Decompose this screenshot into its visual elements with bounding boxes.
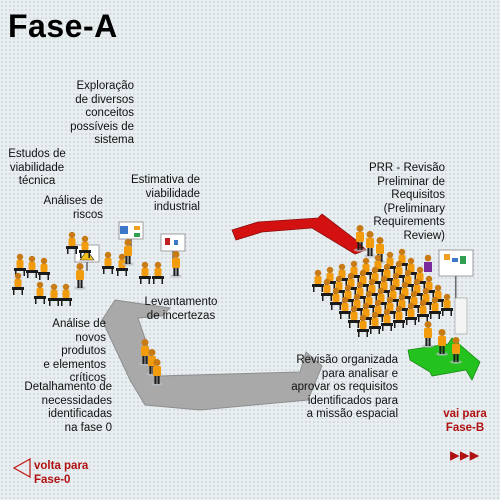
label-prr: PRR - Revisão Preliminar de Requisitos (… bbox=[368, 162, 445, 242]
next-phase-link[interactable]: vai para Fase-B ▶▶▶ bbox=[432, 393, 498, 477]
label-estudos: Estudos de viabilidade técnica bbox=[8, 148, 66, 187]
red-path-arrow bbox=[231, 213, 367, 255]
left-team-figures bbox=[12, 231, 182, 306]
label-exploracao: Exploração de diversos conceitos possíve… bbox=[70, 80, 134, 146]
label-detalhamento: Detalhamento de necessidades identificad… bbox=[24, 381, 112, 434]
back-arrow-icon[interactable] bbox=[12, 457, 31, 479]
label-revisao: Revisão organizada para analisar e aprov… bbox=[291, 354, 398, 420]
next-phase-label: vai para Fase-B bbox=[443, 408, 487, 434]
label-analise-produtos: Análise de novos produtos e elementos cr… bbox=[43, 318, 106, 384]
previous-phase-link[interactable]: volta para Fase-0 bbox=[34, 460, 89, 486]
label-analises-riscos: Análises de riscos bbox=[43, 195, 103, 221]
review-presentation-board bbox=[424, 249, 474, 335]
label-estimativa: Estimativa de viabilidade industrial bbox=[130, 174, 200, 213]
label-levantamento: Levantamento de incertezas bbox=[144, 296, 218, 322]
audience-member bbox=[312, 269, 324, 292]
green-arrow bbox=[407, 337, 481, 381]
planning-boards bbox=[74, 221, 186, 272]
page-title: Fase-A bbox=[8, 8, 118, 44]
next-phase-arrows: ▶▶▶ bbox=[450, 450, 480, 462]
